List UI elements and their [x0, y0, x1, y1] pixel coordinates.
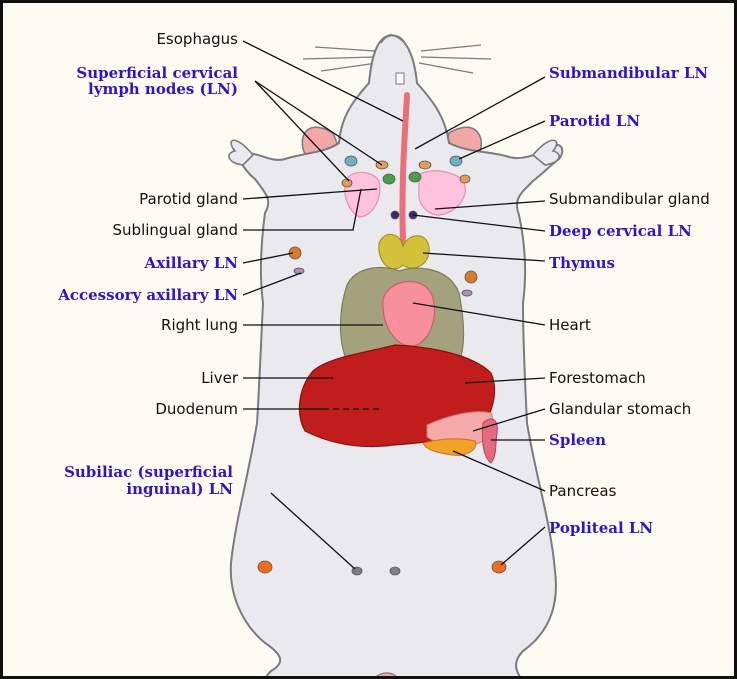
label-deep-cervical-ln: Deep cervical LN	[549, 223, 692, 240]
label-accessory-axillary-ln: Accessory axillary LN	[8, 287, 238, 304]
label-axillary-ln: Axillary LN	[63, 255, 238, 272]
label-liver: Liver	[153, 370, 238, 387]
label-popliteal-ln: Popliteal LN	[549, 520, 653, 537]
label-submandibular-gland: Submandibular gland	[549, 191, 710, 208]
label-heart: Heart	[549, 317, 591, 334]
teeth	[396, 73, 404, 84]
label-subiliac-ln-line1: Subiliac (superficial	[18, 464, 233, 481]
label-sublingual-gland: Sublingual gland	[63, 222, 238, 239]
label-parotid-ln: Parotid LN	[549, 113, 640, 130]
label-thymus: Thymus	[549, 255, 615, 272]
label-forestomach: Forestomach	[549, 370, 646, 387]
label-right-lung: Right lung	[113, 317, 238, 334]
label-parotid-gland: Parotid gland	[88, 191, 238, 208]
label-subiliac-ln-line2: inguinal) LN	[18, 481, 233, 498]
mouse-anatomy-illustration	[3, 3, 737, 679]
label-submandibular-ln: Submandibular LN	[549, 65, 708, 82]
label-duodenum: Duodenum	[113, 401, 238, 418]
label-superficial-cervical-ln-line2: lymph nodes (LN)	[23, 81, 238, 98]
label-spleen: Spleen	[549, 432, 606, 449]
label-esophagus: Esophagus	[113, 31, 238, 48]
label-glandular-stomach: Glandular stomach	[549, 401, 691, 418]
label-pancreas: Pancreas	[549, 483, 616, 500]
